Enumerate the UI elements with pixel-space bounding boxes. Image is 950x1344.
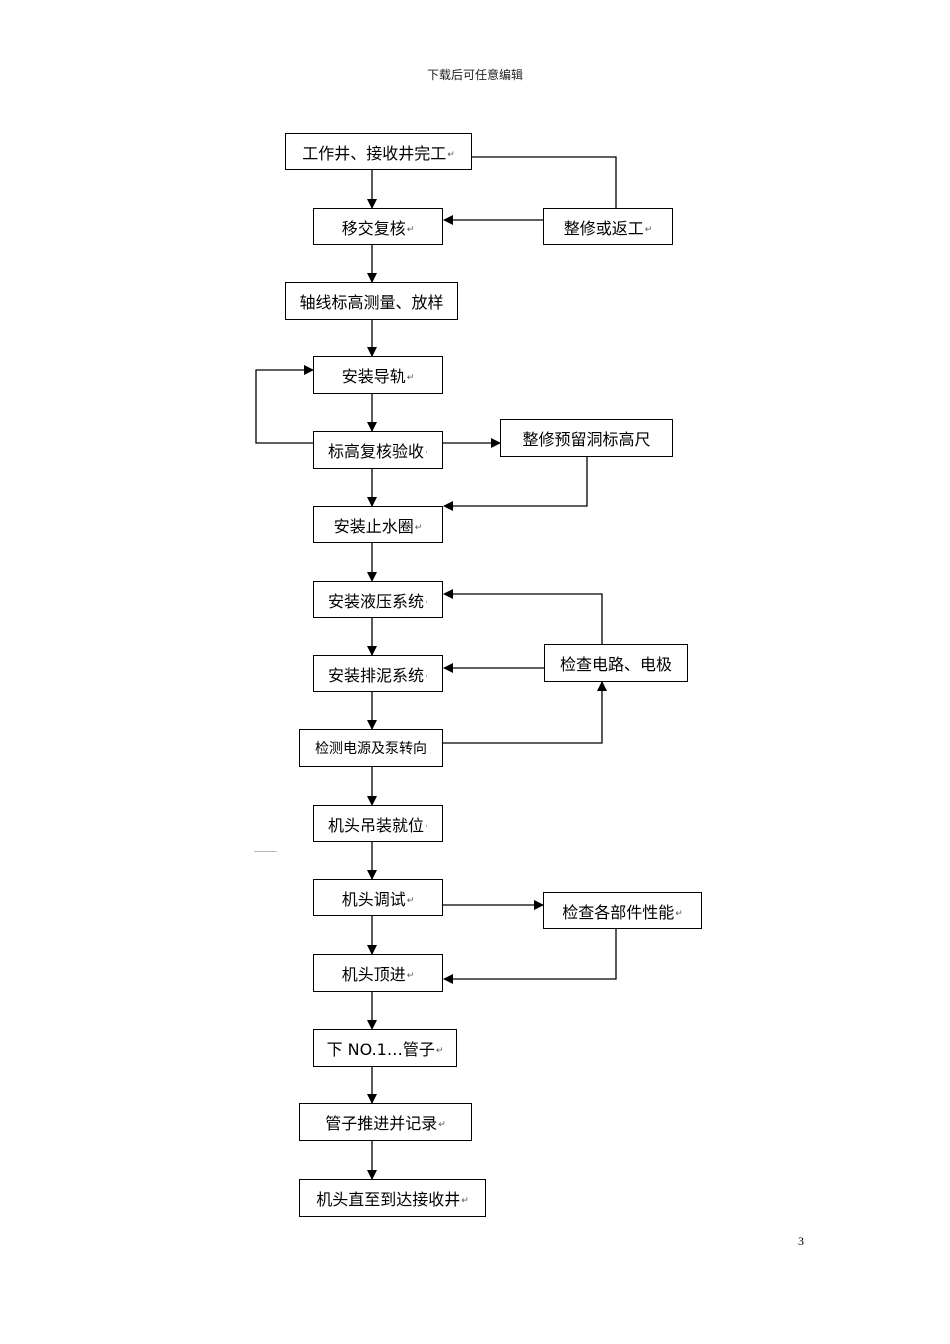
node-lower-pipe: 下 NO.1…管子↵ <box>313 1029 457 1067</box>
node-label: 整修预留洞标高尺 <box>522 430 651 449</box>
node-check-parts: 检查各部件性能↵ <box>543 892 702 929</box>
arrow-fix-n6 <box>443 457 588 511</box>
node-label: 下 NO.1…管子 <box>326 1040 435 1059</box>
node-label: 安装排泥系统 <box>328 665 425 685</box>
arrow-check-n7 <box>443 589 603 644</box>
node-handover-review: 移交复核↵ <box>313 208 443 245</box>
node-install-rails: 安装导轨↵ <box>313 356 443 394</box>
node-label: 整修或返工 <box>563 218 644 238</box>
node-install-waterstop: 安装止水圈↵ <box>313 506 443 543</box>
node-install-hydraulics: 安装液压系统· <box>313 581 443 618</box>
node-label: 机头调试 <box>341 889 406 909</box>
page-number: 3 <box>798 1234 804 1248</box>
node-install-mud-system: 安装排泥系统· <box>313 655 443 692</box>
node-label: 移交复核 <box>341 218 406 238</box>
node-work-shaft-complete: 工作井、接收井完工↵ <box>285 133 472 170</box>
node-head-commissioning: 机头调试↵ <box>313 879 443 916</box>
node-label: 安装液压系统 <box>328 591 425 611</box>
node-rework: 整修或返工↵ <box>543 208 673 245</box>
page-header: 下载后可任意编辑 <box>426 68 523 82</box>
node-axis-survey: 轴线标高测量、放样 <box>285 282 458 320</box>
node-label: 工作井、接收井完工 <box>302 143 447 163</box>
node-label: 安装止水圈 <box>333 516 414 536</box>
line-n1-rework <box>472 156 617 208</box>
node-label: 安装导轨 <box>341 367 406 386</box>
node-head-jacking: 机头顶进↵ <box>313 954 443 992</box>
node-reach-receiving-shaft: 机头直至到达接收井↵ <box>299 1179 486 1217</box>
node-label: 机头顶进 <box>341 965 406 984</box>
node-elevation-check: 标高复核验收· <box>313 431 443 469</box>
node-label: 检测电源及泵转向 <box>315 741 427 757</box>
node-label: 轴线标高测量、放样 <box>299 293 444 312</box>
node-label: 检查电路、电极 <box>559 655 672 674</box>
arrow-parts-n12 <box>443 929 617 984</box>
node-label: 检查各部件性能 <box>562 902 675 922</box>
node-label: 管子推进并记录 <box>325 1114 438 1133</box>
node-test-power-pump: 检测电源及泵转向 <box>299 729 443 767</box>
node-fix-opening: 整修预留洞标高尺 <box>500 419 673 457</box>
node-push-and-record: 管子推进并记录↵ <box>299 1103 472 1141</box>
node-check-circuits: 检查电路、电极 <box>544 644 688 682</box>
node-label: 机头直至到达接收井 <box>316 1190 461 1209</box>
stray-mark <box>254 851 277 852</box>
arrow-n9-check <box>443 681 607 744</box>
node-label: 机头吊装就位 <box>328 815 425 835</box>
node-label: 标高复核验收 <box>328 442 425 461</box>
node-hoist-head: 机头吊装就位· <box>313 805 443 842</box>
arrow-loop-n5-n4 <box>255 365 314 444</box>
